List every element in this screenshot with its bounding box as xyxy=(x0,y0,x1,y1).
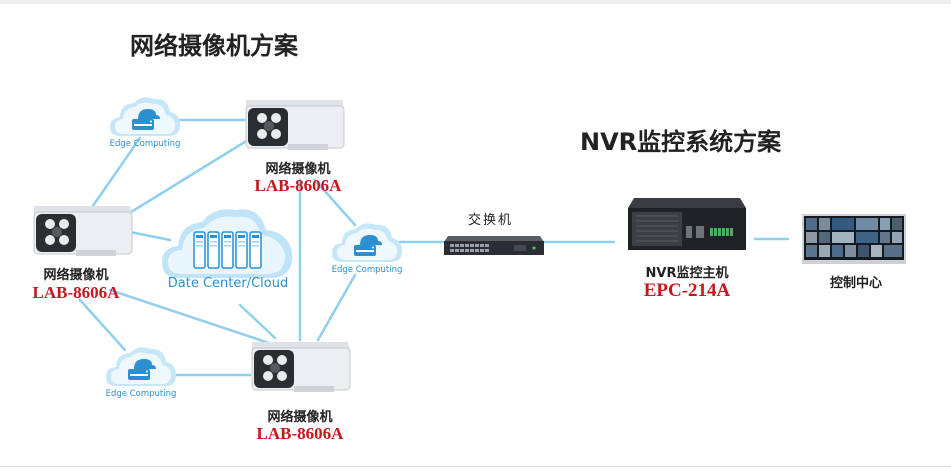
line-edge2-cam3 xyxy=(316,273,357,342)
cloud-icon xyxy=(110,97,180,136)
line-cam2-edge3 xyxy=(78,298,127,352)
top-border xyxy=(0,0,951,4)
line-cam1-cam2 xyxy=(108,138,250,227)
edge-computing-cloud-3: Edge Computing xyxy=(104,344,178,404)
edge-computing-label: Edge Computing xyxy=(331,265,403,275)
cloud-icon xyxy=(106,347,176,386)
ip-camera-icon xyxy=(251,342,351,392)
video-wall-icon xyxy=(802,214,906,264)
nvr-host-icon xyxy=(628,198,746,250)
camera-model: LAB-8606A xyxy=(32,283,120,302)
server-rack-icons xyxy=(193,231,262,269)
ip-camera-icon xyxy=(33,206,133,256)
data-center-cloud: Date Center/Cloud xyxy=(160,204,296,296)
edge-computing-label: Edge Computing xyxy=(105,389,177,399)
camera-name: 网络摄像机 xyxy=(265,162,331,177)
edge-computing-cloud-2: Edge Computing xyxy=(330,220,404,280)
network-switch-icon xyxy=(444,236,544,255)
nvr-solution-title: NVR监控系统方案 xyxy=(580,128,782,156)
camera-name: 网络摄像机 xyxy=(267,410,333,425)
camera-node-3: 网络摄像机 LAB-8606A xyxy=(238,336,370,448)
ip-camera-icon xyxy=(245,100,345,150)
bottom-border xyxy=(0,466,951,467)
nvr-model: EPC-214A xyxy=(643,280,731,301)
line-dc-cam3 xyxy=(238,303,277,340)
ip-camera-solution-title: 网络摄像机方案 xyxy=(130,32,298,60)
camera-model: LAB-8606A xyxy=(256,424,344,443)
data-center-label: Date Center/Cloud xyxy=(167,276,289,291)
line-edge1-cam2 xyxy=(88,136,142,212)
edge-computing-label: Edge Computing xyxy=(109,139,181,149)
camera-name: 网络摄像机 xyxy=(43,268,109,283)
edge-computing-cloud-1: Edge Computing xyxy=(108,94,182,154)
switch-label: 交换机 xyxy=(468,213,514,228)
camera-node-2: 网络摄像机 LAB-8606A xyxy=(16,200,144,304)
data-center-cloud-icon xyxy=(162,209,293,278)
nvr-name: NVR监控主机 xyxy=(645,266,729,281)
cloud-icon xyxy=(332,223,402,262)
line-cam1-edge2 xyxy=(313,178,357,227)
camera-model: LAB-8606A xyxy=(254,176,342,195)
control-center-label: 控制中心 xyxy=(829,276,882,291)
line-cam2-dc xyxy=(128,230,172,242)
camera-node-1: 网络摄像机 LAB-8606A xyxy=(232,94,364,198)
line-cam2-cam3 xyxy=(108,288,277,347)
